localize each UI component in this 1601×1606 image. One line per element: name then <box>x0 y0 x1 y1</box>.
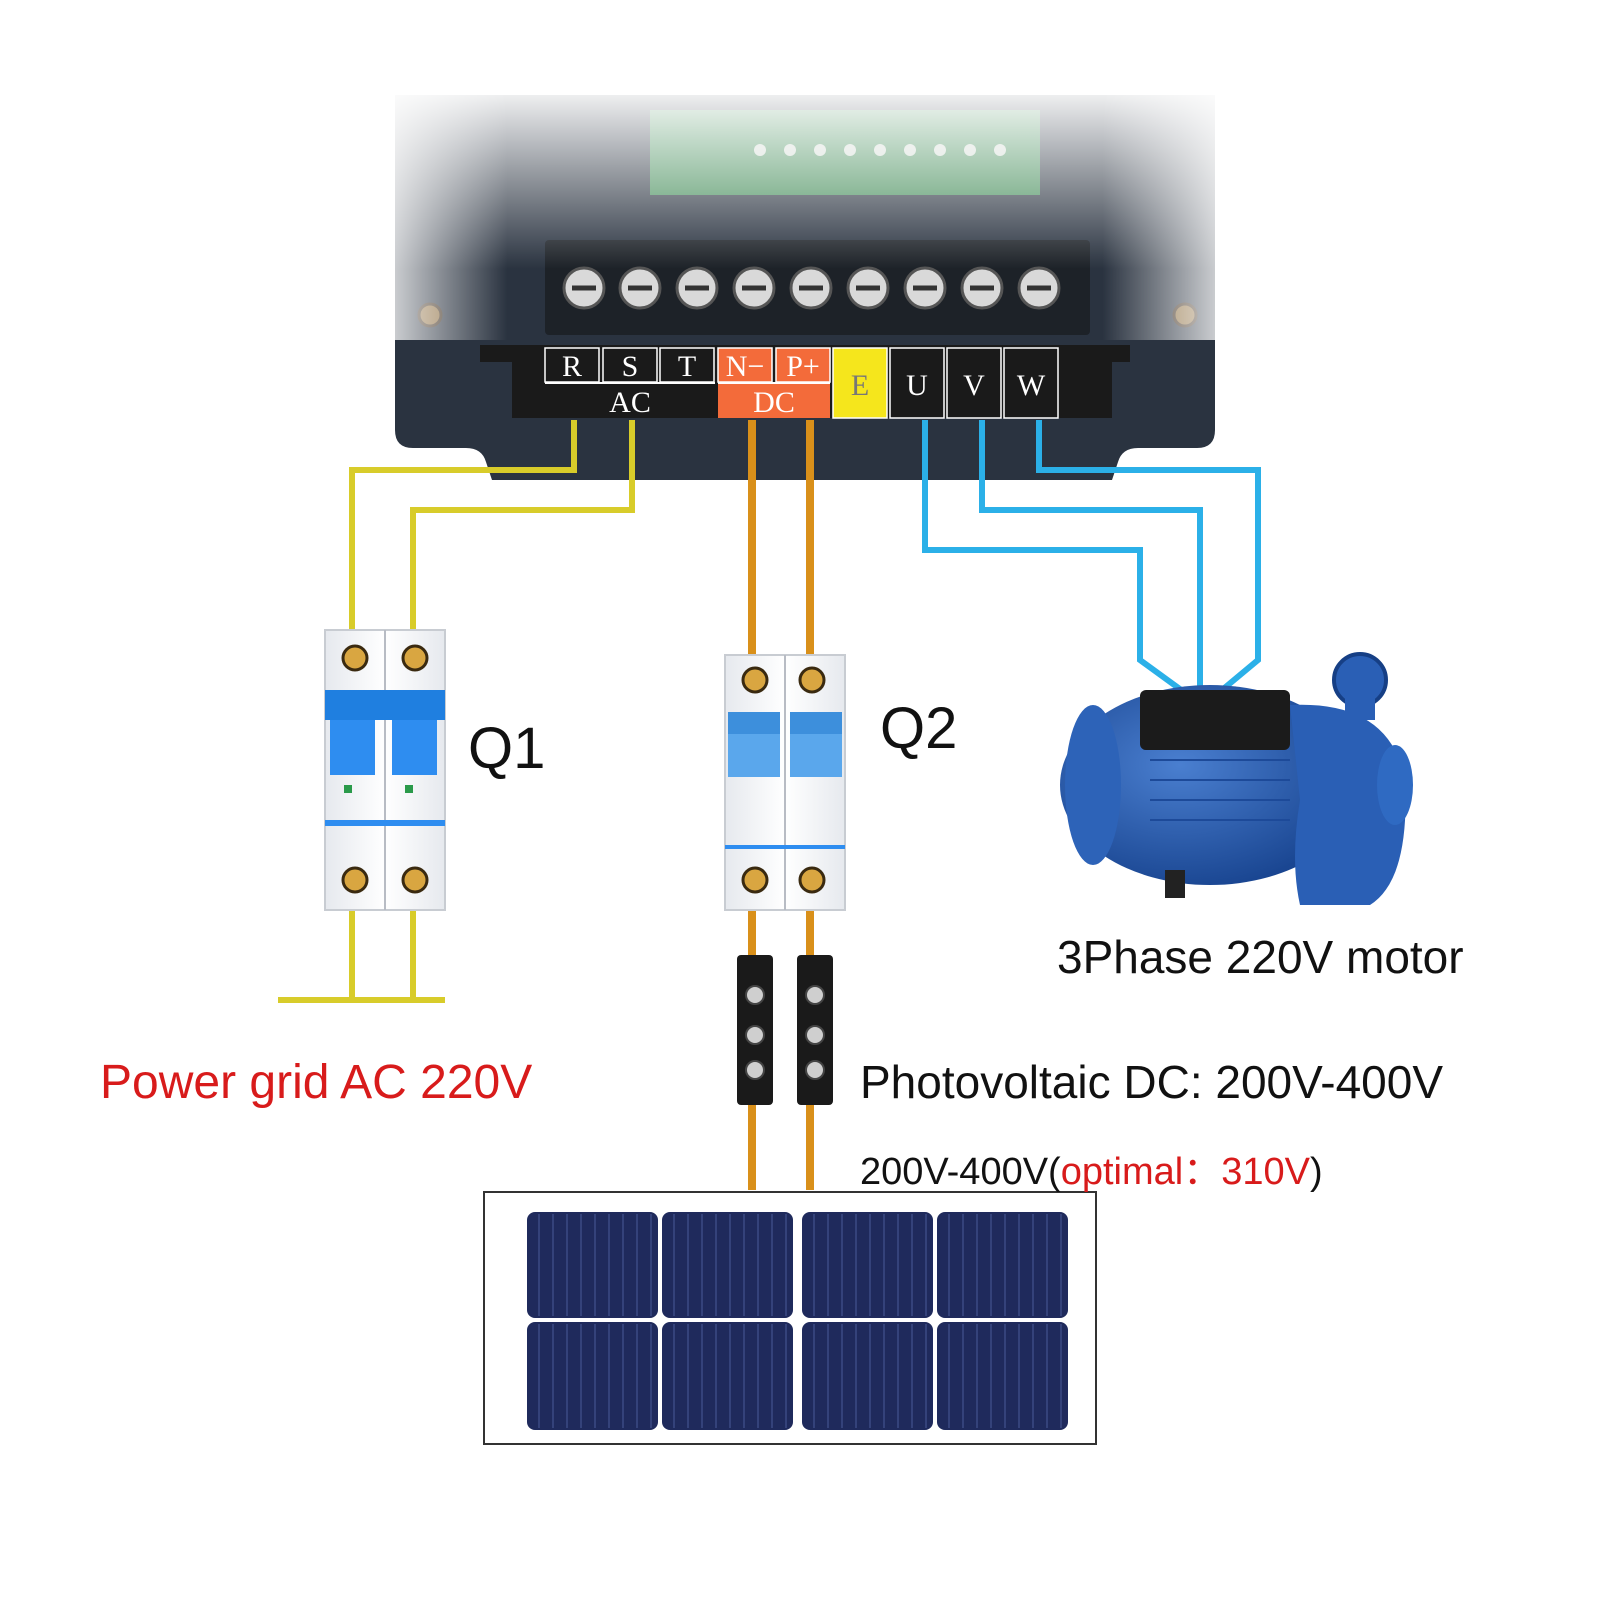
solar-cell-2 <box>802 1212 933 1318</box>
breaker-q2-label: Q2 <box>880 696 958 761</box>
terminal-label-3: N− <box>726 350 765 383</box>
terminal-box-6 <box>889 347 945 419</box>
pv-optimal-value: optimal：310V <box>1060 1151 1310 1193</box>
dc-connectors <box>737 955 833 1105</box>
motor-label: 3Phase 220V motor <box>1057 931 1464 983</box>
breaker-q2 <box>724 654 846 911</box>
pv-range-label: 200V-400V(optimal：310V) <box>860 1140 1323 1195</box>
breaker-q1 <box>324 629 446 911</box>
terminal-label-0: R <box>562 350 582 383</box>
ac-group-box <box>545 384 715 418</box>
grid-label: Power grid AC 220V <box>100 1056 533 1109</box>
solar-cells <box>527 1212 1068 1430</box>
solar-cell-7 <box>937 1322 1068 1430</box>
terminal-box-8 <box>1003 347 1059 419</box>
terminal-label-7: V <box>963 369 985 402</box>
terminal-label-5: E <box>851 369 869 402</box>
solar-cell-0 <box>527 1212 658 1318</box>
dc-group-label: DC <box>753 386 795 419</box>
solar-cell-4 <box>527 1322 658 1430</box>
solar-cell-3 <box>937 1212 1068 1318</box>
dc-group-box <box>718 384 830 418</box>
pump-motor-image <box>1060 652 1413 905</box>
motor-wires <box>922 420 1261 703</box>
terminal-box-4 <box>775 347 831 383</box>
terminal-box-0 <box>544 347 600 383</box>
terminal-box-2 <box>659 347 715 383</box>
terminal-label-1: S <box>622 350 639 383</box>
solar-cell-1 <box>662 1212 793 1318</box>
terminal-label-8: W <box>1017 369 1046 402</box>
terminal-label-6: U <box>906 369 928 402</box>
inverter-housing <box>380 80 1230 500</box>
pv-label: Photovoltaic DC: 200V-400V <box>860 1056 1444 1108</box>
pv-range-suffix: ) <box>1309 1151 1323 1193</box>
terminal-box-5 <box>832 347 888 419</box>
terminal-box-3 <box>717 347 773 383</box>
breaker-q1-label: Q1 <box>468 716 546 781</box>
solar-cell-6 <box>802 1322 933 1430</box>
solar-panel-image <box>483 1191 1097 1445</box>
ac-group-label: AC <box>609 386 651 419</box>
terminal-box-7 <box>946 347 1002 419</box>
motor-junction-box <box>1140 690 1290 750</box>
pv-range-prefix: 200V-400V( <box>860 1151 1061 1193</box>
solar-cell-5 <box>662 1322 793 1430</box>
terminal-label-4: P+ <box>786 350 820 383</box>
terminal-box-1 <box>602 347 658 383</box>
terminal-label-2: T <box>678 350 696 383</box>
